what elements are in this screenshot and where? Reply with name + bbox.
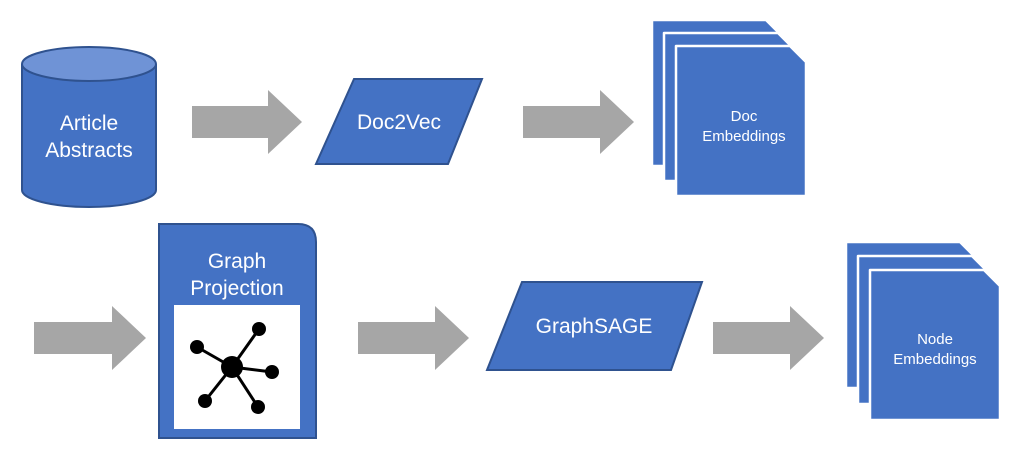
article-abstracts-label-line2: Abstracts bbox=[45, 139, 133, 162]
arrow-into-graph-projection bbox=[34, 306, 146, 370]
doc-page-front bbox=[674, 44, 808, 198]
node-page-front bbox=[868, 268, 1002, 422]
doc-embeddings-label-line2: Embeddings bbox=[702, 128, 785, 145]
graph-projection-node: Graph Projection bbox=[158, 223, 317, 439]
node-embeddings-node: Node Embeddings bbox=[844, 240, 1002, 422]
arrow-graphsage-to-node-embeddings bbox=[713, 306, 824, 370]
doc-embeddings-node: Doc Embeddings bbox=[650, 18, 808, 198]
cylinder-body bbox=[21, 64, 157, 208]
graphsage-parallelogram bbox=[485, 281, 704, 371]
network-graph-icon bbox=[190, 322, 279, 414]
article-abstracts-label-line1: Article bbox=[60, 112, 118, 135]
node-embeddings-label-line2: Embeddings bbox=[893, 351, 976, 368]
node-embeddings-label-line1: Node bbox=[917, 331, 953, 348]
arrow-abstracts-to-doc2vec bbox=[192, 90, 302, 154]
doc2vec-label: Doc2Vec bbox=[357, 111, 441, 134]
graphsage-label: GraphSAGE bbox=[536, 315, 653, 338]
arrow-doc2vec-to-doc-embeddings bbox=[523, 90, 634, 154]
cylinder-top bbox=[21, 46, 157, 82]
arrow-graph-projection-to-graphsage bbox=[358, 306, 469, 370]
doc-embeddings-label-line1: Doc bbox=[731, 108, 758, 125]
doc2vec-parallelogram bbox=[314, 78, 484, 165]
graphsage-node: GraphSAGE bbox=[485, 281, 704, 371]
doc2vec-node: Doc2Vec bbox=[314, 78, 484, 165]
graph-projection-label-line2: Projection bbox=[190, 277, 283, 300]
article-abstracts-node: Article Abstracts bbox=[21, 46, 157, 208]
graph-projection-label-line1: Graph bbox=[208, 250, 266, 273]
